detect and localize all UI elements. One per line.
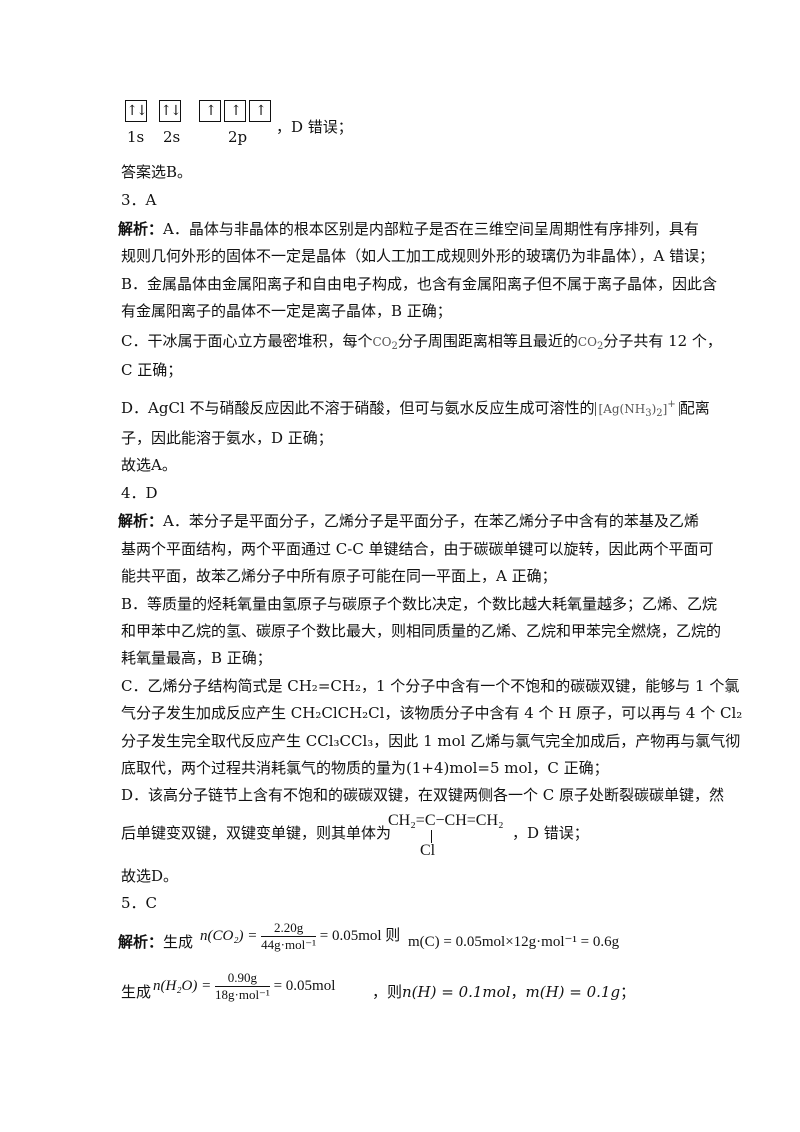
- q5-analysis-line-2: 生成: [121, 983, 152, 1001]
- analysis-label: 解析：: [118, 933, 164, 951]
- q3-analysis-line-3: B．金属晶体由金属阳离子和自由电子构成，也含有金属阳离子但不属于离子晶体，因此含: [121, 275, 718, 293]
- q3-analysis-line-1: 解析：A．晶体与非晶体的根本区别是内部粒子是否在三维空间呈周期性有序排列，具有: [118, 220, 699, 238]
- question-5-heading: 5．C: [121, 894, 158, 912]
- q4-analysis-line-9: 分子发生完全取代反应产生 CCl₃CCl₃，因此 1 mol 乙烯与氯气完全加成…: [121, 732, 741, 750]
- orbital-box-1s: ↑↓: [125, 100, 148, 122]
- orbital-label-1s: 1s: [127, 128, 145, 146]
- q4-analysis-line-6: 耗氧量最高，B 正确；: [121, 649, 272, 667]
- orbital-label-2s: 2s: [163, 128, 181, 146]
- q4-analysis-line-7: C．乙烯分子结构简式是 CH₂=CH₂，1 个分子中含有一个不饱和的碳碳双键，能…: [121, 677, 740, 695]
- orbital-label-2p: 2p: [228, 128, 248, 146]
- q3-analysis-line-2: 规则几何外形的固体不一定是晶体（如人工加工成规则外形的玻璃仍为非晶体），A 错误…: [121, 247, 715, 265]
- q3-analysis-line-4: 有金属阳离子的晶体不一定是离子晶体，B 正确；: [121, 302, 452, 320]
- q5-analysis-line-1: 解析：生成: [118, 933, 194, 951]
- orbital-box-2p-3: ↑: [249, 100, 271, 122]
- q5-analysis-line-2b: ，则n(H) = 0.1mol，m(H) = 0.1g；: [372, 983, 636, 1001]
- orbital-tail-text: ，D 错误；: [276, 118, 353, 136]
- q4-conclusion: 故选D。: [121, 867, 179, 885]
- monomer-tail: ，D 错误；: [512, 824, 589, 842]
- co2-formula: CO2: [372, 335, 398, 352]
- q4-analysis-line-4: B．等质量的烃耗氧量由氢原子与碳原子个数比决定，个数比越大耗氧量越多；乙烯、乙烷: [121, 595, 718, 613]
- answer-line-2: 答案选B。: [121, 163, 193, 181]
- orbital-box-2p-1: ↑: [199, 100, 221, 122]
- q3-analysis-line-5: C．干冰属于面心立方最密堆积，每个CO2分子周围距离相等且最近的CO2分子共有 …: [121, 332, 722, 352]
- q3-analysis-line-8: 子，因此能溶于氨水，D 正确；: [121, 429, 333, 447]
- q3-analysis-line-6: C 正确；: [121, 361, 183, 379]
- q4-analysis-line-1: 解析：A．苯分子是平面分子，乙烯分子是平面分子，在苯乙烯分子中含有的苯基及乙烯: [118, 512, 699, 530]
- monomer-main-chain: CH₂=C−CH=CH₂: [388, 812, 504, 829]
- monomer-chlorine: Cl: [420, 842, 436, 859]
- q4-analysis-line-10: 底取代，两个过程共消耗氯气的物质的量为(1+4)mol=5 mol，C 正确；: [121, 759, 609, 777]
- monomer-bond-line: [431, 830, 432, 843]
- co2-formula: CO2: [577, 335, 604, 352]
- orbital-box-2s: ↑↓: [159, 100, 182, 122]
- analysis-label: 解析：: [118, 220, 164, 238]
- q4-analysis-line-11: D．该高分子链节上含有不饱和的碳碳双键，在双键两侧各一个 C 原子处断裂碳碳单键…: [121, 786, 725, 804]
- q3-conclusion: 故选A。: [121, 456, 177, 474]
- q4-analysis-line-2: 基两个平面结构，两个平面通过 C-C 单键结合，由于碳碳单键可以旋转，因此两个平…: [121, 540, 714, 558]
- q4-analysis-line-12: 后单键变双键，双键变单键，则其单体为: [121, 824, 392, 842]
- silver-ammonia-complex: [Ag(NH3)2]+: [594, 399, 680, 419]
- carbon-mass-formula: m(C) = 0.05mol×12g·mol⁻¹ = 0.6g: [408, 934, 620, 950]
- q4-analysis-line-8: 气分子发生加成反应产生 CH₂ClCH₂Cl，该物质分子中含有 4 个 H 原子…: [121, 704, 743, 722]
- orbital-box-2p-2: ↑: [224, 100, 246, 122]
- question-4-heading: 4．D: [121, 484, 158, 502]
- q3-analysis-line-7: D．AgCl 不与硝酸反应因此不溶于硝酸，但可与氨水反应生成可溶性的[Ag(NH…: [121, 399, 710, 419]
- question-3-heading: 3．A: [121, 191, 157, 209]
- analysis-label: 解析：: [118, 512, 164, 530]
- q4-analysis-line-3: 能共平面，故苯乙烯分子中所有原子可能在同一平面上，A 正确；: [121, 567, 557, 585]
- q4-analysis-line-5: 和甲苯中乙烷的氢、碳原子个数比最大，则相同质量的乙烯、乙烷和甲苯完全燃烧，乙烷的: [121, 622, 722, 640]
